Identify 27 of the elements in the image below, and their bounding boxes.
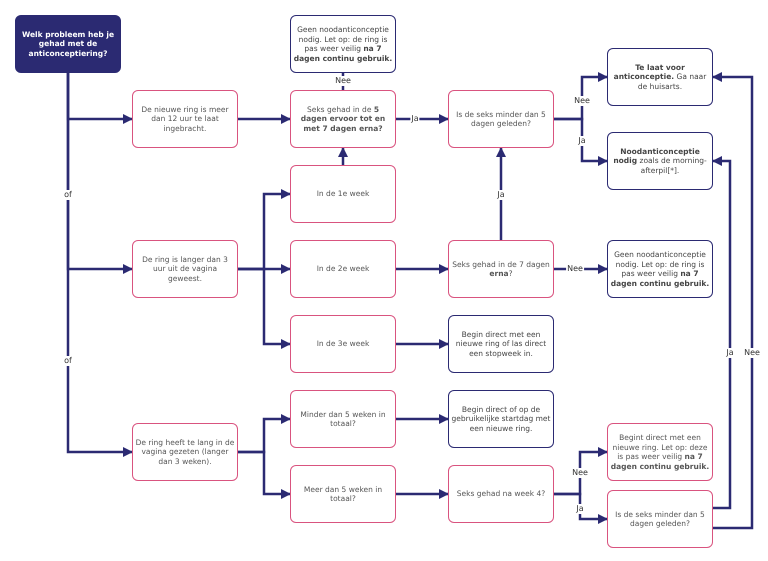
arrow (396, 339, 449, 349)
edge-label: Ja (575, 504, 585, 514)
edge-label: Ja (496, 190, 506, 200)
edge-label: Nee (334, 76, 352, 86)
arrow (712, 156, 732, 510)
arrow (396, 414, 449, 424)
arrow (238, 450, 291, 499)
edge-label: Nee (571, 468, 589, 478)
edge-label: of (63, 356, 73, 366)
edge-label: Ja (410, 114, 420, 124)
arrow (238, 268, 291, 349)
edge-label: Nee (566, 264, 584, 274)
arrow (338, 147, 348, 165)
edge-label: Nee (573, 96, 591, 106)
arrow (712, 72, 754, 530)
arrow (496, 147, 506, 240)
arrow (66, 73, 133, 457)
edge-label: Ja (577, 136, 587, 146)
edge-label: Nee (743, 348, 761, 358)
arrow (396, 114, 449, 124)
edge-label: of (63, 190, 73, 200)
arrow (396, 489, 449, 499)
arrow (554, 118, 608, 166)
arrow (554, 492, 608, 524)
arrow (238, 114, 291, 124)
arrow (396, 264, 449, 274)
edge-label: Ja (725, 348, 735, 358)
